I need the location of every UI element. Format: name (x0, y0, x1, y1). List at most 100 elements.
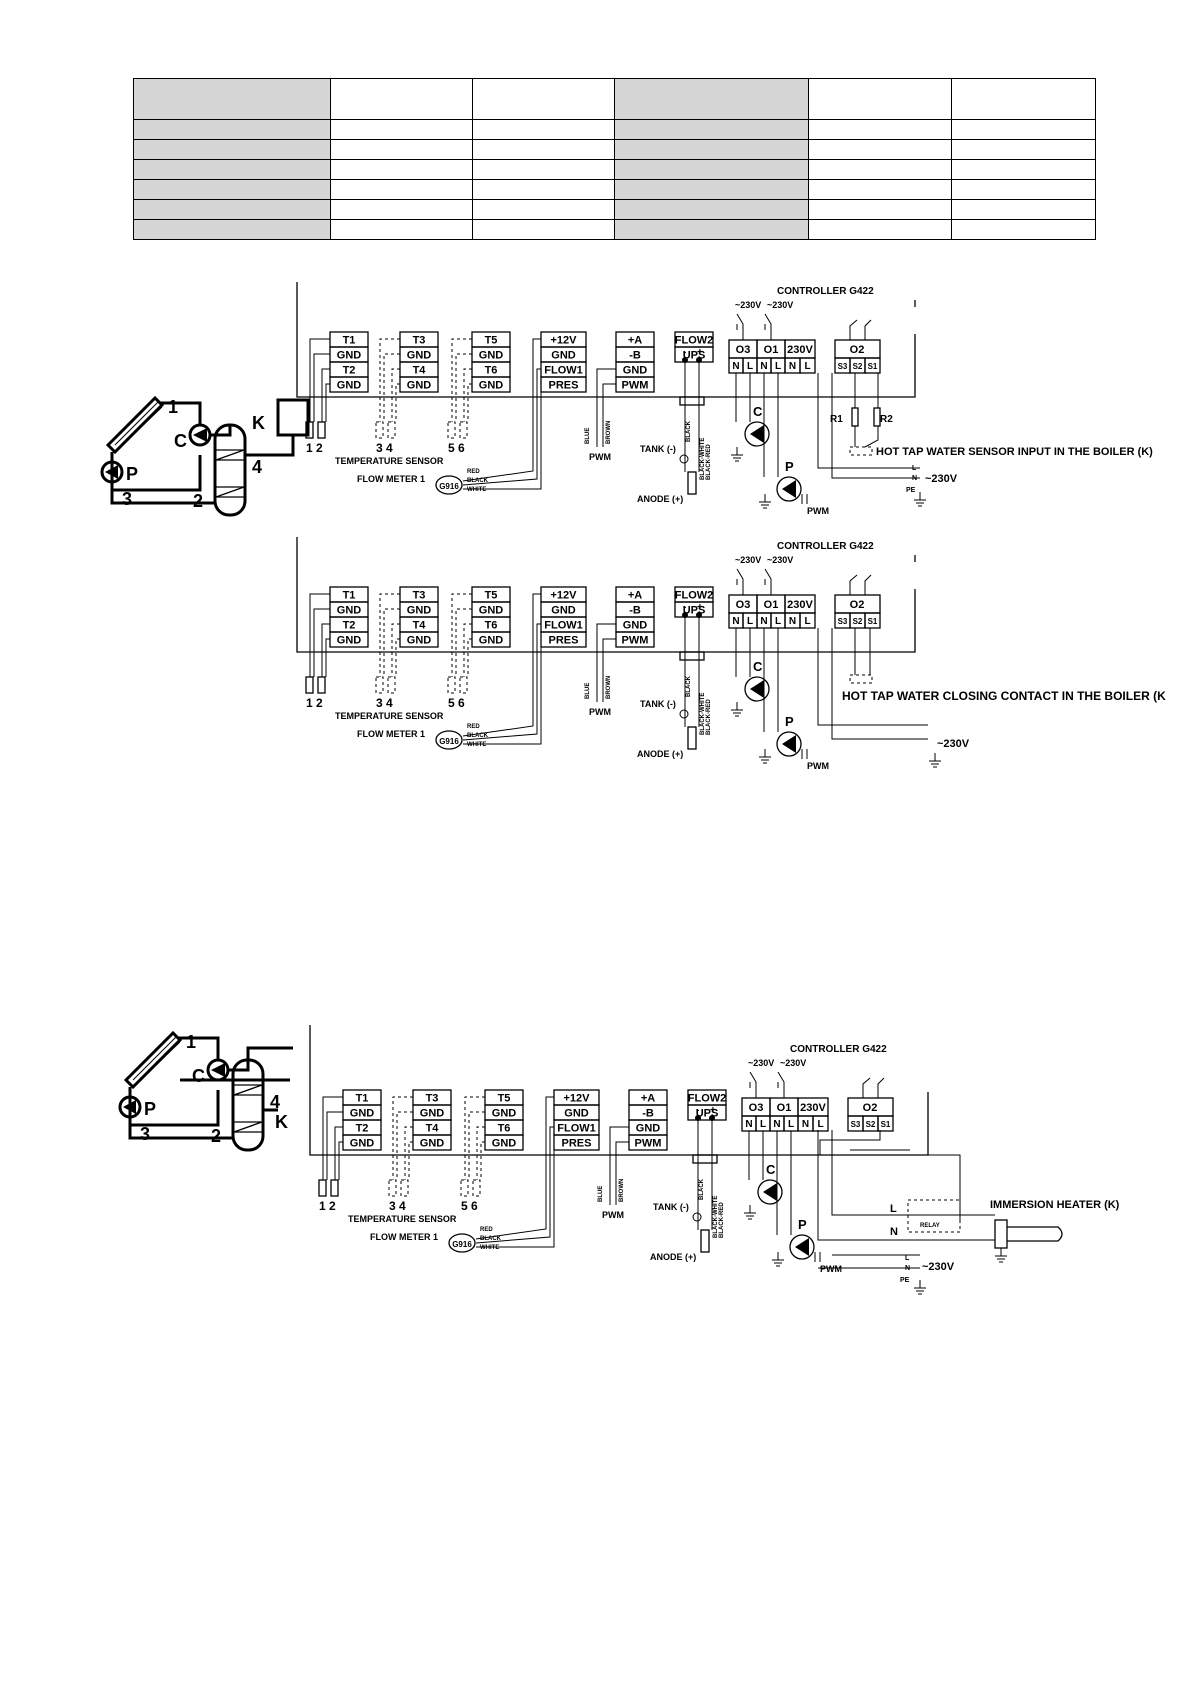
flow-meter-icon (448, 1233, 476, 1253)
terminal-block-label: T4 (413, 365, 427, 377)
pipe (210, 425, 232, 437)
table-row (133, 179, 1096, 200)
terminal-block-label: GND (350, 1138, 375, 1150)
temperature-sensor-icon (375, 421, 384, 439)
temperature-sensor-icon (330, 1179, 339, 1197)
sensor-wire (467, 383, 472, 422)
wire-color-label: WHITE (467, 742, 486, 748)
table-cell (133, 119, 331, 140)
solar-collector-icon (123, 1030, 183, 1090)
pump-p-icon (776, 731, 802, 757)
table-cell (133, 219, 331, 240)
nl-label: L (817, 1119, 823, 1130)
anode-rod (687, 726, 697, 750)
sensor-wire (476, 1126, 485, 1180)
table-cell (614, 78, 809, 120)
resistor-label: R1 (830, 414, 843, 425)
nl-label: L (804, 616, 810, 627)
heater-wire (817, 1130, 995, 1241)
temperature-sensor-icon (387, 676, 396, 694)
table-cell (951, 219, 1096, 240)
terminal-block-label: PRES (549, 380, 579, 392)
flow-meter-label: FLOW METER 1 (357, 729, 425, 739)
tank-terminal-icon (692, 1212, 702, 1222)
table-cell (330, 78, 473, 120)
table-cell (951, 119, 1096, 140)
pwm-label: PWM (602, 1210, 624, 1220)
controller-title: CONTROLLER G422 (777, 286, 874, 297)
sensor-input-icon (849, 446, 873, 456)
table-row (133, 78, 1096, 120)
terminal-block-label: GND (407, 380, 432, 392)
table-cell (951, 139, 1096, 160)
s-label: S1 (881, 1120, 891, 1129)
pump-c-letter: C (753, 404, 763, 419)
nl-label: L (760, 1119, 766, 1130)
temperature-sensor-icon (318, 1179, 327, 1197)
schematic-number: 4 (252, 457, 262, 477)
pump-c-icon (744, 421, 770, 447)
terminal-sign: + (697, 347, 703, 358)
table-cell (951, 179, 1096, 200)
wiring-diagram-1: CONTROLLER G422~230V~230VT1GNDT2GNDT3GND… (100, 282, 1153, 517)
nl-label: N (732, 361, 739, 372)
sensor-wire (309, 593, 330, 677)
s-label: S2 (866, 1120, 876, 1129)
voltage-label: ~230V (735, 300, 761, 310)
sensor-number: 3 4 (376, 441, 393, 455)
table-cell (614, 199, 809, 220)
table-cell (614, 159, 809, 180)
table-cell (330, 139, 473, 160)
output-label: 230V (787, 599, 813, 611)
pump-c-icon (757, 1179, 783, 1205)
mains-voltage-label: ~230V (925, 473, 958, 485)
wire-color-label: BLACK-WHITE (713, 1196, 719, 1238)
wiring-diagram-2: CONTROLLER G422~230V~230VT1GNDT2GNDT3GND… (296, 537, 1166, 771)
terminal-block-label: T2 (343, 365, 356, 377)
flow-meter-model: G916 (452, 1240, 472, 1249)
table-cell (330, 219, 473, 240)
s-label: S1 (868, 617, 878, 626)
nl-label: L (775, 361, 781, 372)
terminal-block-flow2-cell (674, 601, 714, 618)
output-label: O1 (764, 344, 779, 356)
anode-rod (700, 1229, 710, 1253)
terminal-block-label: GND (623, 365, 648, 377)
pipe (246, 1046, 293, 1060)
tank-label: TANK (-) (653, 1202, 689, 1212)
terminal-block-label: +A (628, 335, 642, 347)
table-row (133, 159, 1096, 180)
anode-clamp (679, 396, 705, 406)
pump-c-icon (744, 676, 770, 702)
sensor-wire (395, 638, 400, 677)
pwm-wire (602, 383, 616, 447)
terminal-block-label: PWM (635, 1138, 662, 1150)
wire-color-label: BLACK-WHITE (700, 438, 706, 480)
o2-wire (864, 426, 879, 448)
pump-c-triangle (750, 425, 764, 443)
controller-title: CONTROLLER G422 (777, 541, 874, 552)
table-cell (133, 199, 331, 220)
o2-label: O2 (850, 344, 865, 356)
terminal-block-label: T4 (426, 1123, 440, 1135)
sensor-number: 1 2 (319, 1199, 336, 1213)
flow-meter-icon (435, 475, 463, 495)
sensor-wire (404, 1126, 413, 1180)
pwm-wire (615, 1141, 629, 1205)
controller-frame (309, 1040, 929, 1156)
terminal-block-label: +A (628, 590, 642, 602)
heater-wire (831, 1130, 995, 1216)
terminal-block-label: +12V (564, 1093, 591, 1105)
mains-voltage-label: ~230V (937, 738, 970, 750)
sensor-number: 1 2 (306, 696, 323, 710)
terminal-block-label: PWM (622, 380, 649, 392)
sensor-wire (313, 608, 330, 677)
nl-label: N (789, 361, 796, 372)
mains-wire (831, 373, 920, 479)
pwm-label: PWM (589, 707, 611, 717)
table-cell (808, 179, 952, 200)
schematic-k-label: K (275, 1112, 288, 1132)
terminal-block-label: T1 (343, 590, 356, 602)
boiler-coil (215, 486, 245, 498)
sensor-wire (321, 368, 330, 422)
